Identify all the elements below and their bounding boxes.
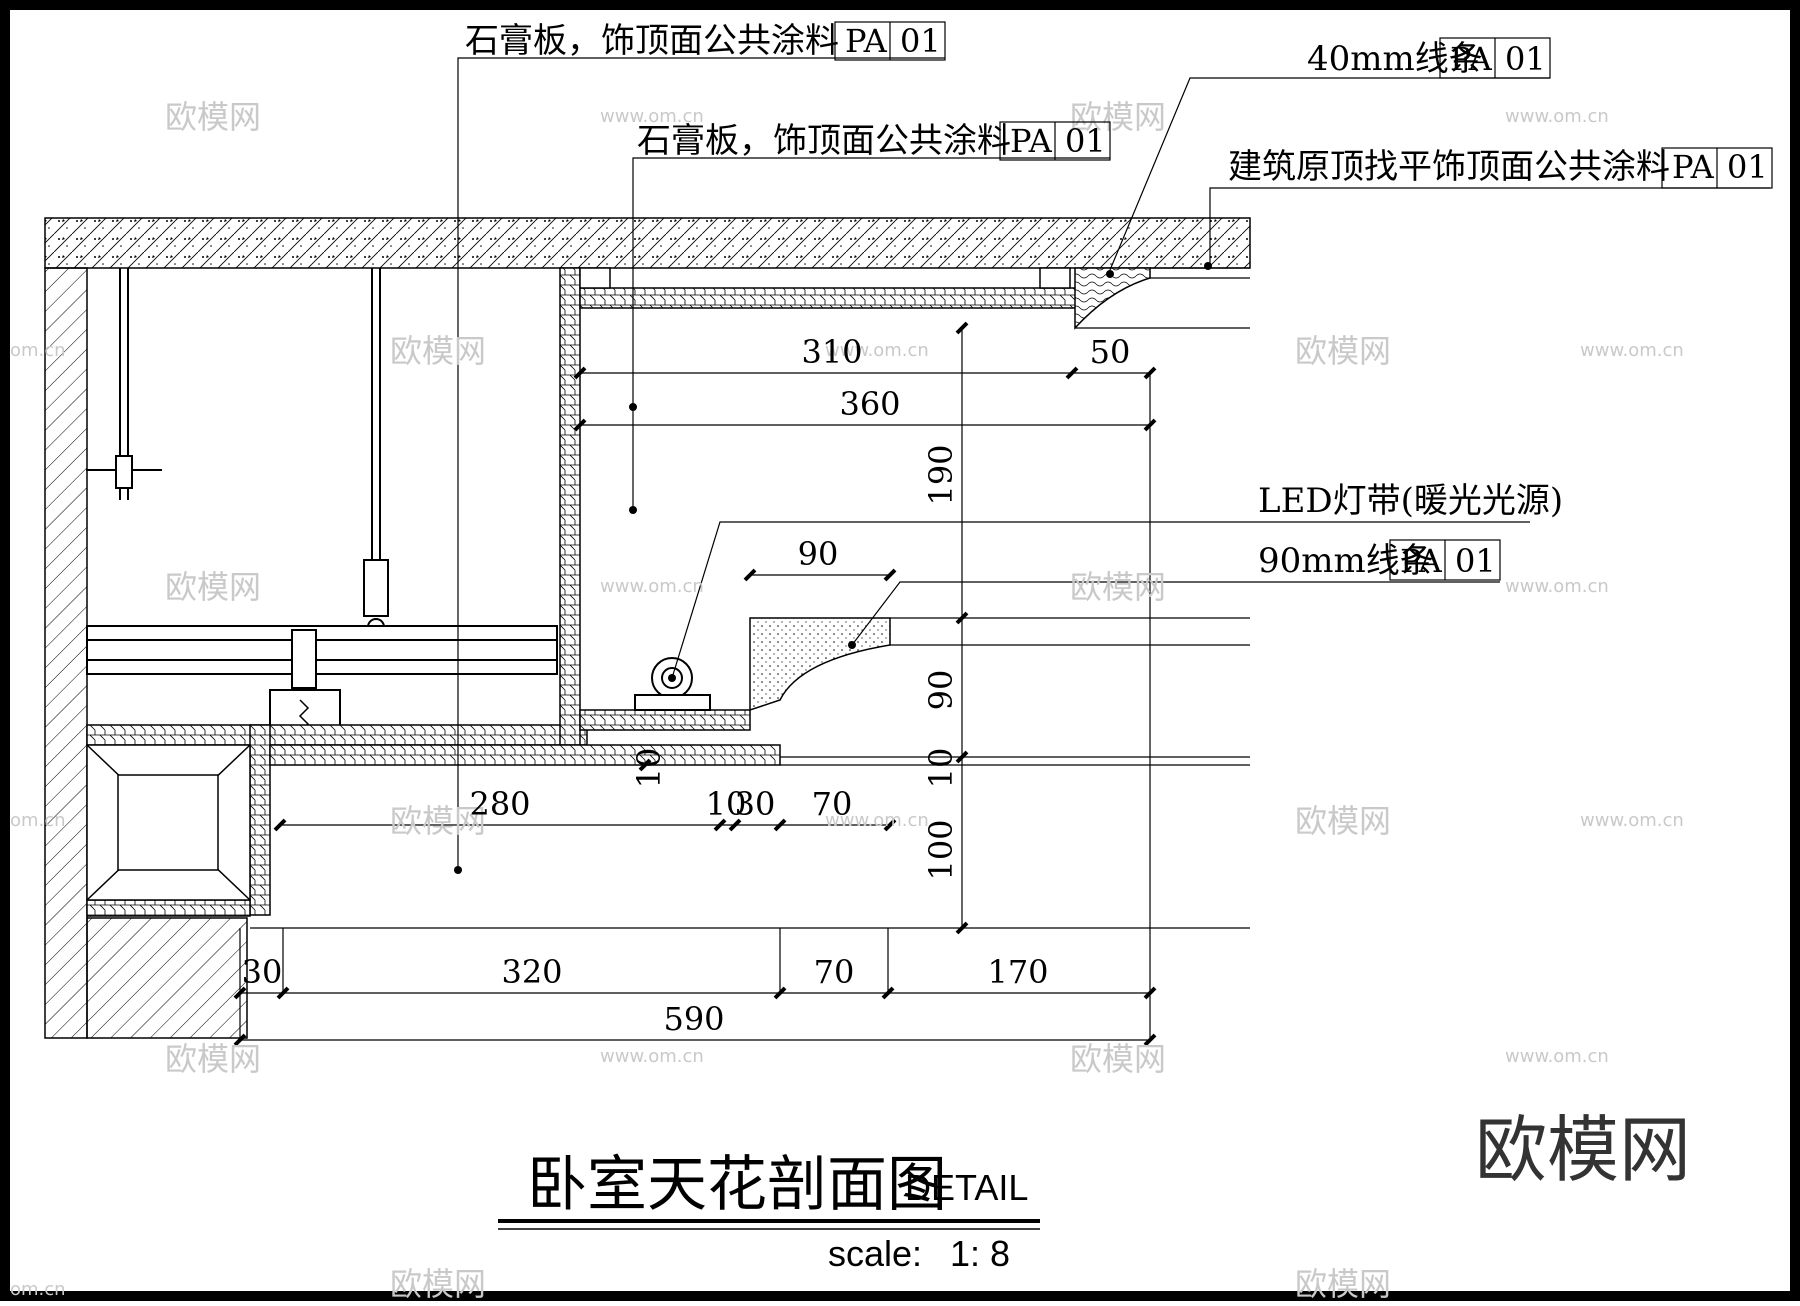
dim-70-inner: 70	[812, 785, 853, 823]
watermark-brand: 欧模网	[1070, 1040, 1166, 1078]
watermark-brand: 欧模网	[1295, 1265, 1391, 1301]
watermark-brand: 欧模网	[1070, 568, 1166, 606]
drawing-title-suffix: DETAIL	[905, 1167, 1028, 1208]
dim-280: 280	[469, 785, 530, 823]
dim-320: 320	[501, 953, 562, 991]
leader-dots	[454, 262, 1212, 874]
callout-4: 建筑原顶找平饰顶面公共涂料 PA 01	[1228, 147, 1773, 189]
callout-num: 01	[1065, 122, 1106, 160]
callout-3: 40mm线条 PA 01	[1307, 37, 1551, 79]
leader-lines	[457, 57, 1770, 870]
watermark-site: www.om.cn	[1505, 576, 1609, 597]
drawing-title: 卧室天花剖面图	[527, 1150, 947, 1220]
led-strip	[634, 657, 711, 711]
concrete-slab	[44, 217, 1251, 269]
callout-text: 40mm线条	[1307, 39, 1483, 79]
watermark-brand: 欧模网	[390, 802, 486, 840]
keel-channel	[86, 625, 558, 741]
dim-170: 170	[987, 953, 1048, 991]
dim-30-inner: 30	[735, 785, 776, 823]
dim-30: 30	[242, 953, 283, 991]
callout-text: 建筑原顶找平饰顶面公共涂料	[1228, 147, 1670, 187]
dimension-lines	[239, 328, 1151, 1041]
cornice-40mm	[579, 267, 1151, 330]
scale-value: 1: 8	[950, 1233, 1010, 1274]
scale-label: scale:	[828, 1233, 922, 1274]
brand-logo: 欧模网	[1475, 1108, 1691, 1192]
title-block: 卧室天花剖面图 DETAIL scale: 1: 8	[498, 1150, 1040, 1274]
dim-360: 360	[839, 385, 900, 423]
dim-590: 590	[663, 1000, 724, 1038]
watermark-brand: 欧模网	[165, 98, 261, 136]
dim-310: 310	[801, 333, 862, 371]
watermark-site-partial: om.cn	[10, 810, 66, 831]
callout-6: 90mm线条 PA 01	[1258, 539, 1501, 581]
callout-num: 01	[1727, 148, 1768, 186]
dim-10-inner: 10	[706, 785, 747, 823]
watermark-site: www.om.cn	[1505, 1046, 1609, 1067]
left-wall	[44, 267, 248, 1039]
cornice-90mm	[749, 617, 891, 712]
watermark-brand: 欧模网	[1295, 802, 1391, 840]
dim-10: 10	[922, 748, 960, 789]
callout-num: 01	[1505, 40, 1546, 78]
watermark-brand: 欧模网	[165, 1040, 261, 1078]
callout-num: 01	[900, 22, 941, 60]
watermarks: 欧模网 欧模网 欧模网 欧模网 欧模网 欧模网 欧模网 欧模网 欧模网 欧模网 …	[10, 98, 1684, 1303]
watermark-brand: 欧模网	[390, 332, 486, 370]
watermark-brand: 欧模网	[390, 1265, 486, 1301]
watermark-site: www.om.cn	[825, 340, 929, 361]
watermark-site: www.om.cn	[1580, 810, 1684, 831]
callout-code: PA	[1672, 148, 1715, 186]
dimension-ticks	[233, 321, 1157, 1047]
watermark-site: www.om.cn	[825, 810, 929, 831]
watermark-brand: 欧模网	[1295, 332, 1391, 370]
dim-100: 100	[922, 819, 960, 880]
callout-text: 石膏板，饰顶面公共涂料	[465, 21, 839, 61]
callout-2: 石膏板，饰顶面公共涂料 PA 01	[637, 121, 1111, 161]
dim-10-small: 10	[630, 748, 668, 789]
callout-text: 石膏板，饰顶面公共涂料	[637, 121, 1011, 161]
dim-90-inner: 90	[798, 535, 839, 573]
callout-text: LED灯带(暖光光源)	[1258, 481, 1563, 521]
ceiling-lines	[250, 267, 1250, 929]
dim-90: 90	[922, 670, 960, 711]
callout-text: 90mm线条	[1258, 541, 1434, 581]
watermark-site: www.om.cn	[1505, 106, 1609, 127]
watermark-site: www.om.cn	[1580, 340, 1684, 361]
callout-code: PA	[845, 22, 888, 60]
callout-num: 01	[1455, 542, 1496, 580]
watermark-site: www.om.cn	[600, 106, 704, 127]
watermark-site: www.om.cn	[600, 1046, 704, 1067]
watermark-brand: 欧模网	[1070, 98, 1166, 136]
dimension-labels: 310 50 360 90 280 10 30 70 30 320 70 170…	[242, 333, 1131, 1038]
watermark-site: www.om.cn	[600, 576, 704, 597]
watermark-site-partial: om.cn	[10, 340, 66, 361]
dim-70: 70	[814, 953, 855, 991]
watermark-brand: 欧模网	[165, 568, 261, 606]
callout-1: 石膏板，饰顶面公共涂料 PA 01	[465, 21, 946, 61]
watermark-site-partial: om.cn	[10, 1279, 66, 1300]
dim-190: 190	[922, 444, 960, 505]
callout-code: PA	[1400, 542, 1443, 580]
gypsum-board	[86, 267, 1081, 917]
timber-block	[86, 744, 251, 901]
dim-50: 50	[1090, 333, 1131, 371]
callout-code: PA	[1010, 122, 1053, 160]
callout-5: LED灯带(暖光光源)	[1258, 481, 1563, 521]
callout-code: PA	[1450, 40, 1493, 78]
